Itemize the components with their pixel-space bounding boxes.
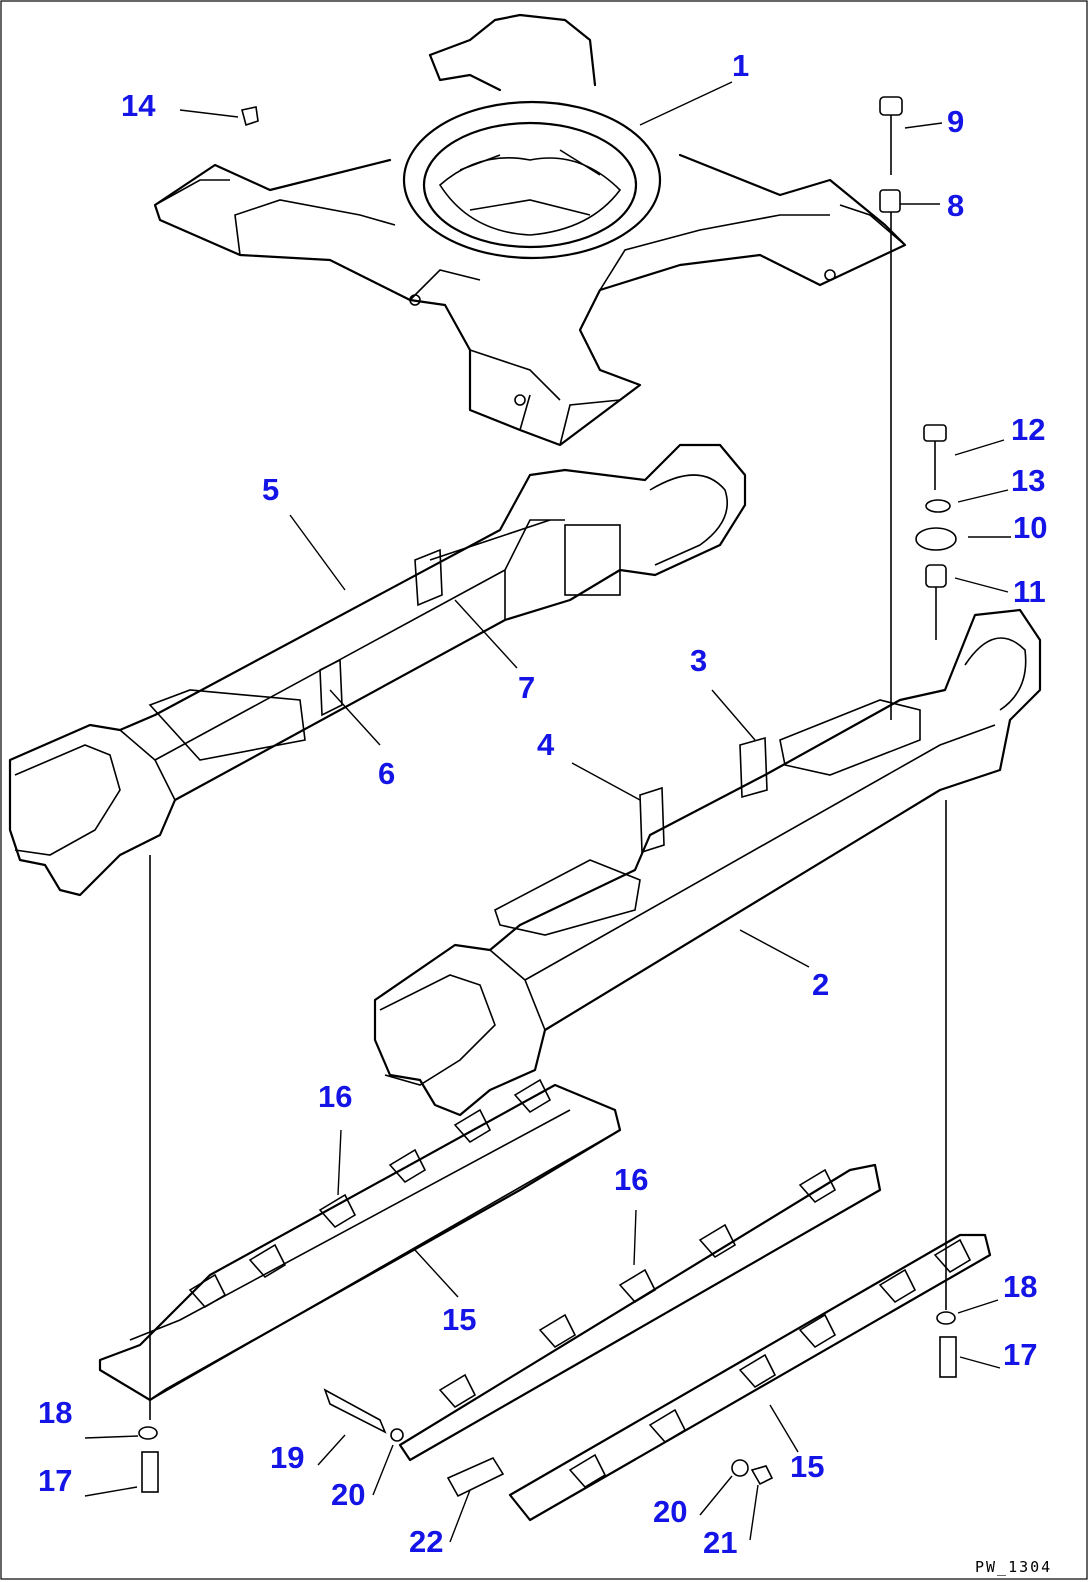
washer-18-right [936,1311,956,1325]
callout-18-left: 18 [38,1395,72,1430]
callout-6: 6 [378,756,395,791]
callout-16-right: 16 [614,1162,648,1197]
bolt-head-12 [923,424,947,442]
callout-3: 3 [690,643,707,678]
right-guard-assembly-part [398,1163,992,1522]
upper-frame-part [153,13,907,447]
washer-18-left [138,1426,158,1440]
spacer-22 [446,1456,505,1498]
callout-15-right: 15 [790,1449,824,1484]
callout-20-left: 20 [331,1477,365,1512]
leader-lines [84,81,1011,1543]
bolt-17-right [939,1336,957,1378]
nut-21 [750,1465,774,1486]
callout-17-left: 17 [38,1463,72,1498]
right-track-frame-part [373,608,1042,1117]
callout-19: 19 [270,1440,304,1475]
callout-7: 7 [518,670,535,705]
callout-13: 13 [1011,463,1045,498]
bolt-19 [323,1388,387,1434]
washer-20-left [390,1428,404,1442]
callout-10: 10 [1013,510,1047,545]
callout-labels: 1 2 3 4 5 6 7 8 9 10 11 12 13 14 15 15 1… [38,48,1047,1560]
plug-14 [241,106,259,127]
callout-1: 1 [732,48,749,83]
callout-5: 5 [262,472,279,507]
cushion-10 [915,527,957,551]
callout-2: 2 [812,967,829,1002]
callout-4: 4 [537,727,555,762]
callout-17-right: 17 [1003,1337,1037,1372]
callout-18-right: 18 [1003,1269,1037,1304]
callout-8: 8 [947,188,964,223]
callout-14: 14 [121,88,156,123]
left-track-frame-part [8,443,747,897]
fasteners [138,96,957,1498]
document-code: PW_1304 [975,1558,1052,1576]
callout-21: 21 [703,1525,737,1560]
callout-12: 12 [1011,412,1045,447]
callout-20-right: 20 [653,1494,687,1529]
bolt-17-left [141,1451,159,1493]
bushing-11 [925,564,947,588]
left-guard-assembly-part [98,1078,622,1402]
callout-9: 9 [947,104,964,139]
washer-13 [925,499,951,513]
bolt-head-9 [879,96,903,116]
callout-15-left: 15 [442,1302,476,1337]
callout-11: 11 [1013,574,1046,609]
assembly-lines [149,212,947,1420]
sleeve-8 [879,189,901,213]
callout-16-left: 16 [318,1079,352,1114]
callout-22: 22 [409,1524,443,1559]
washer-20-right [731,1459,749,1477]
